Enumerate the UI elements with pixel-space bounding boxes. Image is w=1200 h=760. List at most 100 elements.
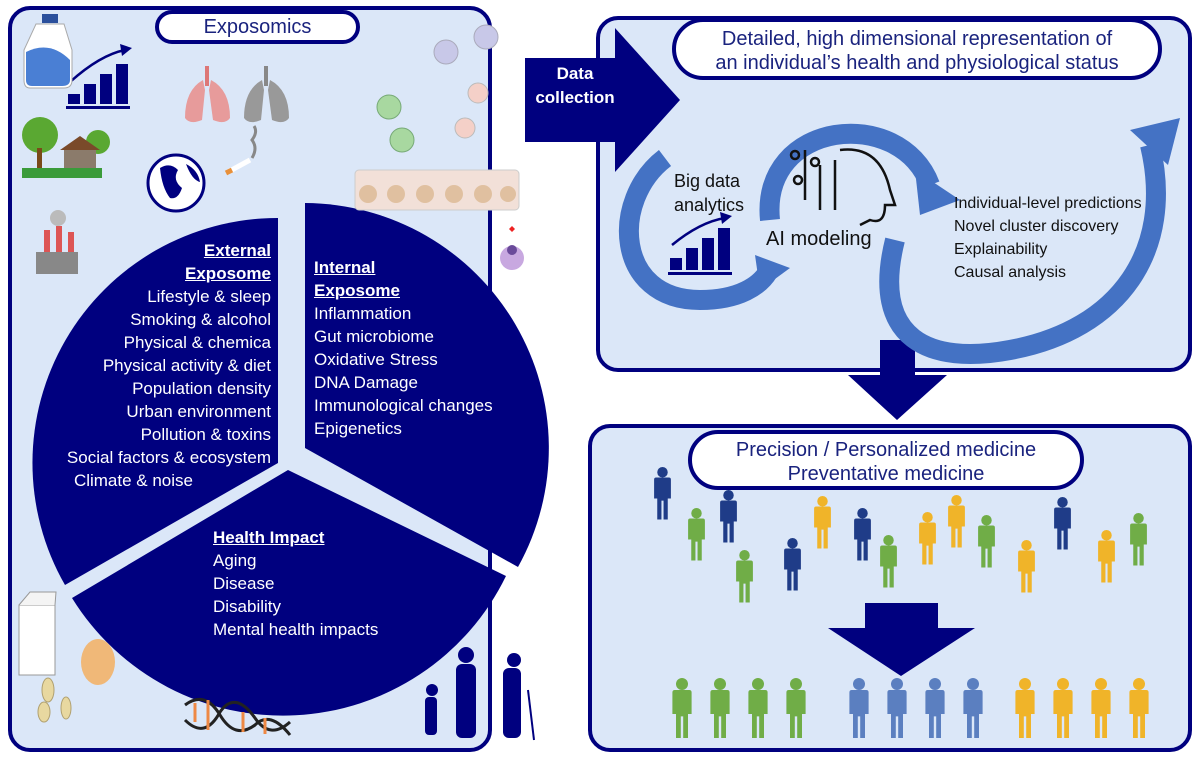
- cycle-arrow-top: [759, 123, 940, 221]
- outcome-item: Causal analysis: [954, 264, 1067, 281]
- farm-house-icon: [22, 117, 110, 178]
- person-icon: [1054, 497, 1071, 550]
- person-icon: [688, 508, 705, 561]
- representation-title-line2: an individual’s health and physiological…: [715, 52, 1119, 74]
- external-heading-line1: External: [203, 241, 271, 260]
- person-icon: [1015, 678, 1035, 738]
- analysis-cycle: [618, 123, 1166, 364]
- lungs-smoker-icon: [244, 66, 289, 123]
- cycle-arrow-left: [618, 150, 777, 311]
- internal-item: Epigenetics: [314, 419, 402, 438]
- detergent-bottle-icon: [23, 14, 73, 89]
- medicine-title-line2: Preventative medicine: [787, 463, 985, 485]
- health-impact-item: Disease: [213, 574, 275, 593]
- person-icon: [720, 490, 737, 543]
- person-icon: [854, 508, 871, 561]
- human-lifespan-icon: [425, 647, 535, 741]
- person-icon: [948, 495, 965, 548]
- cycle-arrowhead-top: [915, 170, 960, 215]
- person-icon: [786, 678, 806, 738]
- breg-cell-icon: [376, 94, 415, 153]
- representation-title-line1: Detailed, high dimensional representatio…: [721, 28, 1113, 50]
- person-icon: [1130, 513, 1147, 566]
- internal-exposome: Internal Exposome Inflammation Gut micro…: [314, 256, 493, 440]
- person-icon: [1098, 530, 1115, 583]
- globe-icon: [146, 153, 206, 213]
- down-arrow-top: [848, 340, 947, 420]
- data-collection-line2: collection: [535, 88, 615, 107]
- health-impact-heading: Health Impact: [213, 528, 325, 547]
- external-item: Physical activity & diet: [102, 356, 271, 375]
- cluster-arrow: [828, 603, 975, 676]
- person-icon: [710, 678, 730, 738]
- person-icon: [849, 678, 869, 738]
- big-data-analytics-label: Big data analytics: [674, 169, 744, 217]
- internal-item: Immunological changes: [314, 396, 493, 415]
- medicine-title: Precision / Personalized medicine Preven…: [688, 430, 1084, 490]
- representation-title: Detailed, high dimensional representatio…: [672, 18, 1162, 80]
- data-collection-line1: Data: [556, 64, 594, 83]
- person-icon: [784, 538, 801, 591]
- data-collection-arrow: [525, 28, 680, 172]
- analytics-chart-icon: [668, 212, 732, 275]
- person-icon: [1053, 678, 1073, 738]
- internal-item: DNA Damage: [314, 373, 418, 392]
- external-item: Lifestyle & sleep: [147, 287, 271, 306]
- dna-helix-icon: [183, 697, 292, 736]
- people-layer: [654, 467, 1149, 738]
- internal-item: Gut microbiome: [314, 327, 434, 346]
- internal-item: Oxidative Stress: [314, 350, 438, 369]
- exposomics-title-text: Exposomics: [203, 16, 312, 38]
- person-icon: [1091, 678, 1111, 738]
- outcome-item: Novel cluster discovery: [954, 218, 1119, 235]
- person-icon: [919, 512, 936, 565]
- external-item: Smoking & alcohol: [130, 310, 271, 329]
- cycle-arrowhead-right: [1130, 118, 1180, 165]
- person-icon: [814, 496, 831, 549]
- person-icon: [887, 678, 907, 738]
- lungs-healthy-icon: [185, 66, 230, 123]
- cigarette-icon: [224, 125, 258, 176]
- medicine-title-line1: Precision / Personalized medicine: [735, 439, 1037, 461]
- person-icon: [963, 678, 983, 738]
- milk-carton-icon: [18, 591, 57, 676]
- outcomes-list: Individual-level predictions Novel clust…: [954, 192, 1142, 284]
- external-item: Urban environment: [126, 402, 271, 421]
- peanuts-icon: [37, 677, 72, 723]
- th1-cell-icon: [433, 24, 499, 65]
- epithelium-icon: [354, 169, 520, 211]
- mast-cell-icon: [500, 226, 524, 270]
- person-icon: [654, 467, 671, 520]
- ai-modeling-label: AI modeling: [766, 228, 872, 250]
- health-impact-item: Aging: [213, 551, 257, 570]
- factory-icon: [36, 210, 78, 274]
- growth-chart-icon: [66, 44, 132, 109]
- external-item: Pollution & toxins: [140, 425, 271, 444]
- person-icon: [736, 550, 753, 603]
- internal-item: Inflammation: [314, 304, 412, 323]
- person-icon: [748, 678, 768, 738]
- dendritic-cell-icon: [454, 82, 489, 139]
- health-impact-item: Disability: [213, 597, 282, 616]
- cycle-arrowhead-left: [755, 255, 790, 290]
- external-item: Physical & chemica: [123, 333, 271, 352]
- person-icon: [1129, 678, 1149, 738]
- pie-slice-external: [32, 217, 279, 586]
- exposome-pie: [32, 203, 549, 716]
- health-impact-item: Mental health impacts: [213, 620, 379, 639]
- big-data-line1: Big data: [674, 171, 741, 191]
- external-exposome: External Exposome Lifestyle & sleep Smok…: [67, 239, 271, 492]
- exposomics-title: Exposomics: [155, 10, 360, 44]
- outcome-item: Explainability: [954, 241, 1048, 258]
- outcome-item: Individual-level predictions: [954, 195, 1142, 212]
- person-icon: [1018, 540, 1035, 593]
- egg-icon: [81, 639, 115, 685]
- pie-slice-internal: [305, 203, 549, 567]
- external-item: Social factors & ecosystem: [66, 448, 271, 467]
- data-collection-label: Data collection: [525, 62, 625, 110]
- external-item: Climate & noise: [73, 471, 193, 490]
- ai-head-icon: [789, 148, 897, 227]
- internal-heading-line2: Exposome: [314, 281, 400, 300]
- big-data-line2: analytics: [674, 195, 745, 215]
